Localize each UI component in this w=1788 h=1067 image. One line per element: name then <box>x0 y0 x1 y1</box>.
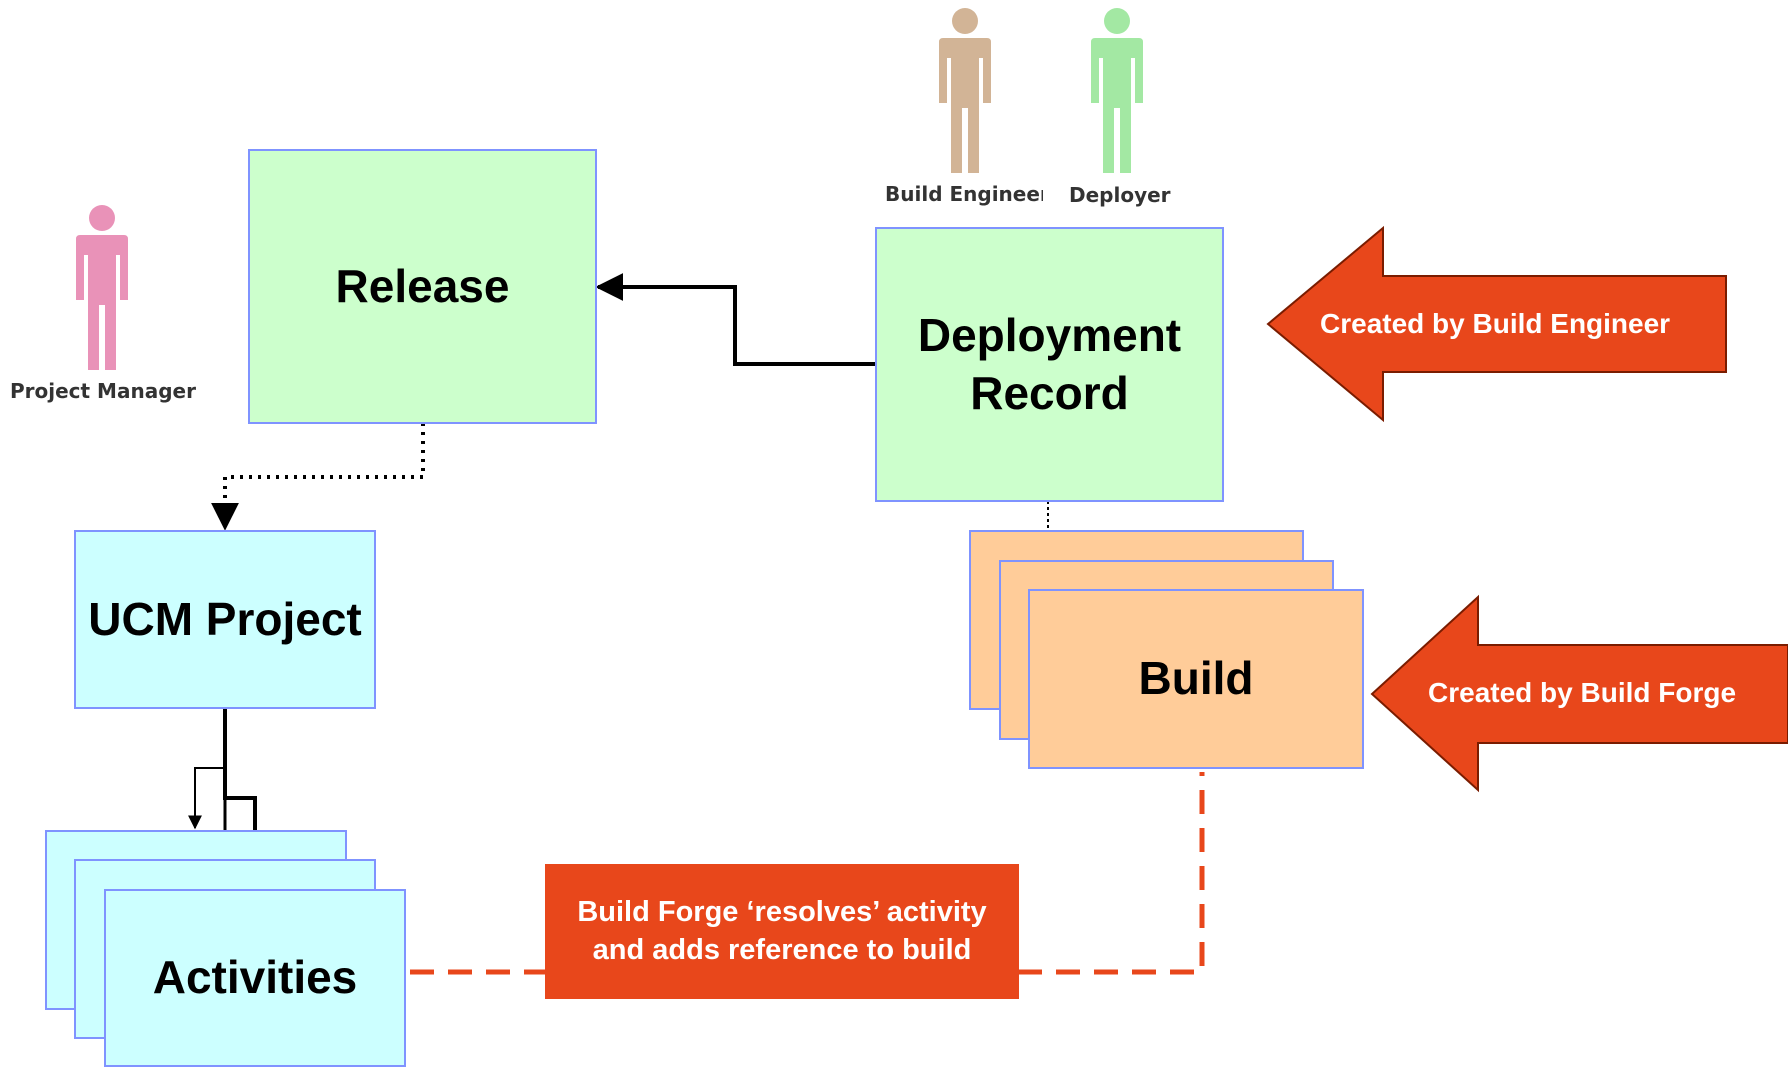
build-engineer-label: Build Engineer <box>885 182 1043 206</box>
build-engineer-figure <box>939 8 991 173</box>
deployer-label: Deployer <box>1069 183 1171 207</box>
ucm-project-box: UCM Project <box>74 530 376 709</box>
ucm-project-label: UCM Project <box>88 592 362 645</box>
release-label: Release <box>335 259 510 312</box>
build-forge-resolves-callout: Build Forge ‘resolves’ activity and adds… <box>545 864 1019 999</box>
build-label: Build <box>1138 652 1254 705</box>
project-manager-label: Project Manager <box>10 379 196 403</box>
build-forge-resolves-text: Build Forge ‘resolves’ activity and adds… <box>577 895 987 966</box>
deployment-record-box: Deployment Record <box>875 227 1224 502</box>
created-by-build-engineer-arrow <box>1266 225 1727 423</box>
deployment-record-label: Deployment Record <box>917 309 1182 419</box>
build-box: Build <box>1028 589 1364 769</box>
created-by-build-forge-arrow <box>1370 594 1788 793</box>
deployment-to-release-connector <box>595 273 876 366</box>
release-to-ucm-connector <box>211 423 425 531</box>
activities-box: Activities <box>104 889 406 1067</box>
activities-label: Activities <box>152 951 358 1004</box>
deployer-figure <box>1091 8 1143 173</box>
created-by-build-forge-text: Created by Build Forge <box>1428 677 1737 708</box>
created-by-build-engineer-text: Created by Build Engineer <box>1320 308 1671 339</box>
activities-build-dashed-link <box>410 772 1205 975</box>
project-manager-figure <box>76 205 128 370</box>
release-box: Release <box>248 149 597 424</box>
